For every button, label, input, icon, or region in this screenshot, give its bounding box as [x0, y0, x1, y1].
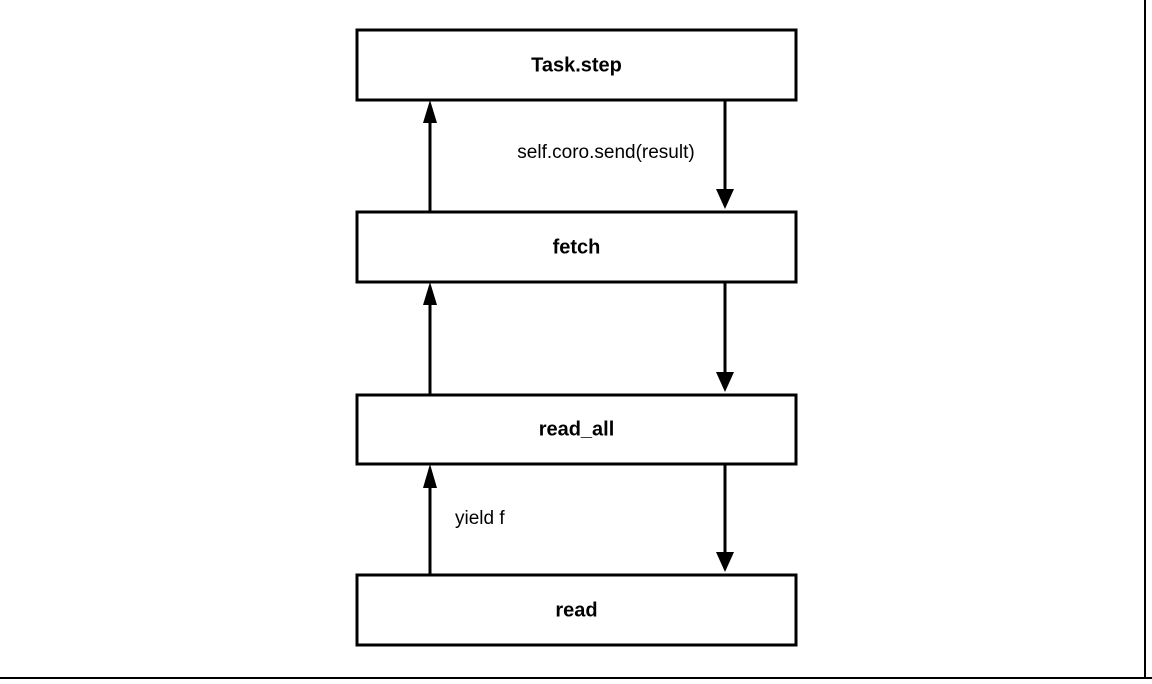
node-label: read_all: [539, 418, 615, 440]
arrowhead-up-icon: [423, 282, 437, 305]
arrowhead-up-icon: [423, 464, 437, 488]
node-label: fetch: [553, 236, 601, 258]
edge-label-yield-f: yield f: [455, 508, 505, 529]
arrowhead-down-icon: [716, 372, 734, 392]
node-read[interactable]: read: [355, 573, 798, 647]
edge-fetch-to-task-step[interactable]: [423, 100, 437, 212]
node-label: Task.step: [531, 54, 622, 76]
edge-read-all-to-read[interactable]: [716, 464, 734, 572]
edge-layer: [423, 100, 734, 575]
node-box: [355, 210, 798, 284]
node-read-all[interactable]: read_all: [355, 393, 798, 466]
edge-read-all-to-fetch[interactable]: [423, 282, 437, 395]
node-box: [355, 393, 798, 466]
edge-fetch-to-read-all[interactable]: [716, 282, 734, 392]
edge-task-step-to-fetch[interactable]: [716, 100, 734, 209]
node-box: [355, 28, 798, 102]
node-box: [355, 573, 798, 647]
node-layer: Task.step fetch read_all read: [355, 28, 798, 647]
edge-read-to-read-all[interactable]: [423, 464, 437, 575]
arrowhead-up-icon: [423, 100, 437, 123]
edge-label-self-coro-send: self.coro.send(result): [517, 142, 694, 163]
node-fetch[interactable]: fetch: [355, 210, 798, 284]
edge-label-layer: self.coro.send(result) yield f: [455, 142, 695, 529]
arrowhead-down-icon: [716, 189, 734, 209]
node-label: read: [555, 599, 597, 621]
node-task-step[interactable]: Task.step: [355, 28, 798, 102]
arrowhead-down-icon: [716, 552, 734, 572]
